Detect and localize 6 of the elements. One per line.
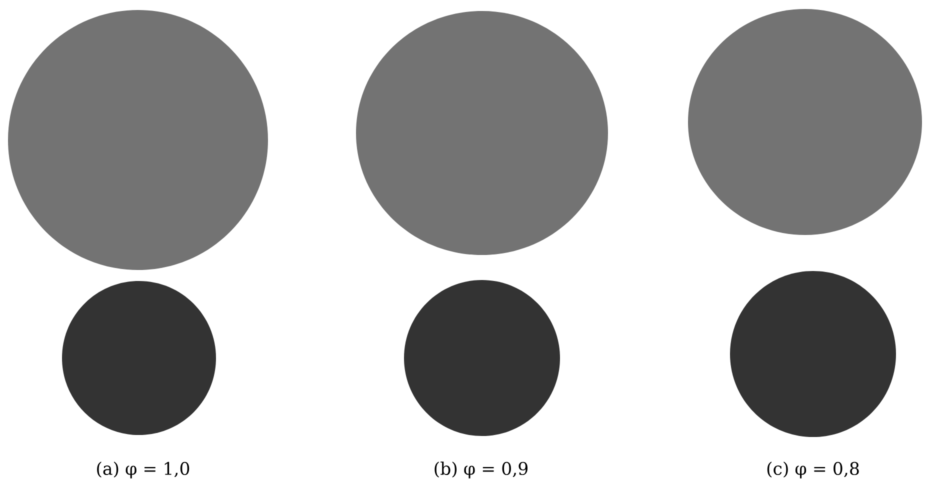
small-disc [404,280,560,436]
small-disc [62,281,216,435]
large-disc [356,11,608,255]
large-disc [8,10,268,270]
large-disc [688,9,922,235]
small-disc [730,271,896,437]
